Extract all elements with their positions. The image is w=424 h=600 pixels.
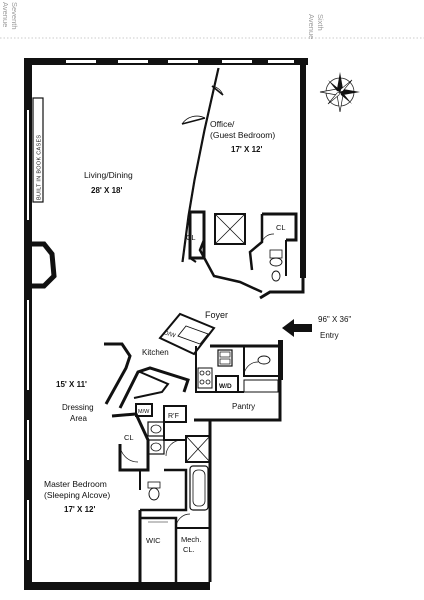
mech-label-line1: Mech. xyxy=(181,535,201,544)
dressing-label-line1: Dressing xyxy=(62,403,94,412)
street-west-line2: Avenue xyxy=(1,2,10,27)
lower-core xyxy=(104,342,212,582)
book-cases-label: BUILT IN BOOK CASES xyxy=(37,135,43,200)
office-label-line2: (Guest Bedroom) xyxy=(210,130,275,140)
master-dimensions: 17' X 12' xyxy=(64,505,95,514)
street-east-line2: Avenue xyxy=(307,14,316,39)
wic-mech-block xyxy=(138,510,210,582)
entry-label: Entry xyxy=(320,331,339,340)
living-dimensions: 28' X 18' xyxy=(91,186,122,195)
north-wall xyxy=(24,58,308,65)
microwave-label: M/W xyxy=(138,409,150,415)
upper-core xyxy=(188,210,298,294)
east-wall-core xyxy=(278,340,283,380)
street-east-line1: Sixth xyxy=(316,14,325,31)
street-label-west: Seventh Avenue xyxy=(1,2,19,30)
book-cases xyxy=(32,97,44,203)
west-wall xyxy=(24,58,57,588)
closet-label-a: CL xyxy=(186,233,196,242)
refrigerator-label: R’F xyxy=(168,413,179,420)
washer-dryer-label: W/D xyxy=(219,383,232,390)
pantry-east-wall xyxy=(194,380,282,422)
street-west-line1: Seventh xyxy=(10,2,19,30)
pantry-label: Pantry xyxy=(232,402,255,411)
dressing-dimensions: 15' X 11' xyxy=(56,380,87,389)
dressing-label-line2: Area xyxy=(70,414,87,423)
entry-arrow-icon xyxy=(282,319,312,337)
east-wall-upper xyxy=(259,58,306,300)
living-label: Living/Dining xyxy=(84,170,133,180)
entry-size-label: 96" X 36" xyxy=(318,315,351,324)
kitchen-label: Kitchen xyxy=(142,348,169,357)
office-partition xyxy=(181,67,224,263)
compass-rose-icon xyxy=(319,72,360,113)
closet-label-c: CL xyxy=(124,433,134,442)
foyer-label: Foyer xyxy=(205,310,228,320)
office-label-line1: Office/ xyxy=(210,119,235,129)
office-dimensions: 17' X 12' xyxy=(231,145,262,154)
master-label-line1: Master Bedroom xyxy=(44,479,107,489)
master-label-line2: (Sleeping Alcove) xyxy=(44,490,110,500)
mech-label-line2: CL. xyxy=(183,545,195,554)
dishwasher-label: D/W xyxy=(163,330,176,339)
wic-label: WIC xyxy=(146,536,161,545)
south-wall xyxy=(24,582,210,590)
kitchen-block xyxy=(158,312,279,393)
closet-label-b: CL xyxy=(276,223,286,232)
street-label-east: Sixth Avenue xyxy=(307,14,325,39)
